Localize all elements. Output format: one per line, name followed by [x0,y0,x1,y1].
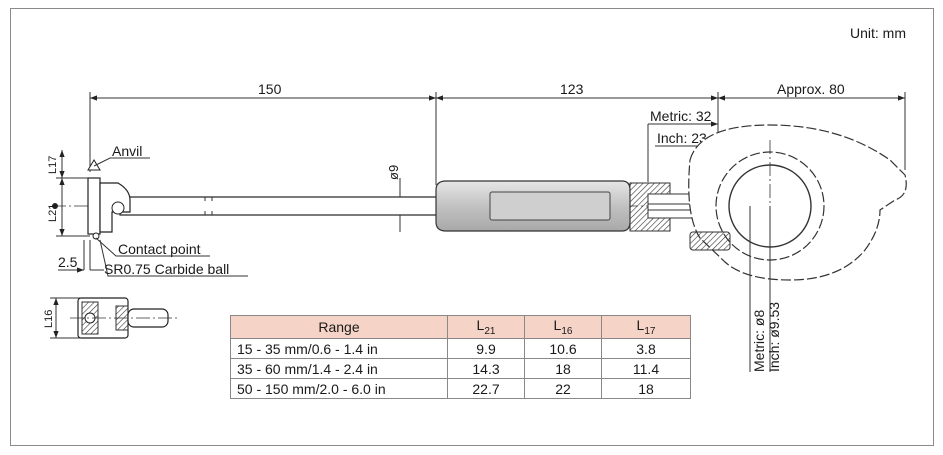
label-l21: L21 [47,204,59,222]
cell-l17: 3.8 [601,338,691,359]
table-row: 35 - 60 mm/1.4 - 2.4 in 14.3 18 11.4 [230,358,691,379]
side-view-detail [50,297,178,339]
cell-l21: 9.9 [447,338,525,359]
header-l21-sub: 21 [484,325,496,337]
header-l16-label: L [553,317,562,334]
measuring-rod [119,178,439,232]
dim-inch-phi953: Inch: ø9.53 [766,302,782,372]
label-l21-text: L21 [47,204,59,222]
cell-range: 35 - 60 mm/1.4 - 2.4 in [230,358,448,379]
cell-l21: 22.7 [447,378,525,399]
callout-leaders [93,157,248,277]
cell-l16: 22 [524,378,602,399]
header-range-label: Range [318,319,360,335]
header-l17: L17 [601,315,691,339]
center-point [52,203,58,209]
grip-handle [435,180,631,232]
dim-inch-23: Inch: 23 [657,130,707,146]
callout-carbide-ball: SR0.75 Carbide ball [104,261,229,277]
dial-indicator [688,124,907,372]
header-l17-sub: 17 [644,325,656,337]
header-range: Range [230,315,448,339]
dim-phi9: ø9 [386,165,401,180]
cell-l17: 18 [601,378,691,399]
header-l21-label: L [476,317,485,334]
cell-l16: 10.6 [524,338,602,359]
unit-label: Unit: mm [850,25,906,41]
dim-2-5: 2.5 [58,254,78,270]
cell-l21: 14.3 [447,358,525,379]
label-l16: L16 [43,310,55,328]
header-l16: L16 [524,315,602,339]
callout-contact-point: Contact point [118,241,201,257]
label-l17-text: L17 [47,156,59,174]
left-dimension-lines [56,150,104,273]
dim-approx-80: Approx. 80 [777,81,845,97]
header-l21: L21 [447,315,525,339]
cell-l17: 11.4 [601,358,691,379]
callout-anvil: Anvil [112,143,142,159]
header-l17-label: L [636,317,645,334]
label-l16-text: L16 [43,310,55,328]
cell-range: 50 - 150 mm/2.0 - 6.0 in [230,378,448,399]
dim-123: 123 [560,81,584,97]
dim-150: 150 [258,81,282,97]
measuring-head [87,159,131,240]
cell-l16: 18 [524,358,602,379]
table-header-row: Range L21 L16 L17 [230,315,691,339]
spec-table: Range L21 L16 L17 15 - 35 mm/0.6 - 1.4 i… [230,315,691,399]
header-l16-sub: 16 [561,325,573,337]
dim-metric-32: Metric: 32 [650,108,712,124]
label-l17: L17 [47,156,59,174]
cell-range: 15 - 35 mm/0.6 - 1.4 in [230,338,448,359]
table-row: 15 - 35 mm/0.6 - 1.4 in 9.9 10.6 3.8 [230,338,691,359]
table-row: 50 - 150 mm/2.0 - 6.0 in 22.7 22 18 [230,378,691,399]
diagram-frame [10,8,934,446]
dim-metric-phi8: Metric: ø8 [751,310,767,372]
